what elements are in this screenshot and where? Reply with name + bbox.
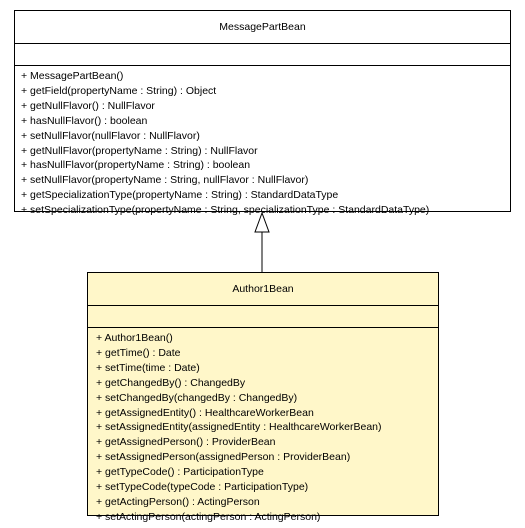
generalization-arrowhead xyxy=(254,211,270,233)
operation: + getNullFlavor() : NullFlavor xyxy=(21,99,155,112)
operation: + setChangedBy(changedBy : ChangedBy) xyxy=(96,391,298,404)
operation: + hasNullFlavor() : boolean xyxy=(21,114,148,127)
class-box-author1bean: Author1Bean + Author1Bean() + getTime() … xyxy=(87,272,439,523)
operation: + getAssignedPerson() : ProviderBean xyxy=(96,436,276,449)
operation: + getNullFlavor(propertyName : String) :… xyxy=(21,144,258,157)
operation: + getChangedBy() : ChangedBy xyxy=(96,376,246,389)
attributes-section-author1bean xyxy=(88,306,438,328)
operation: + getTypeCode() : ParticipationType xyxy=(96,466,264,479)
operations-section-messagepartbean: + MessagePartBean() + getField(propertyN… xyxy=(15,66,510,221)
operation: + getAssignedEntity() : HealthcareWorker… xyxy=(96,406,314,419)
operation: + setActingPerson(actingPerson : ActingP… xyxy=(96,510,321,523)
operation: + MessagePartBean() xyxy=(21,70,124,82)
class-name-author1bean: Author1Bean xyxy=(88,273,438,306)
operation: + setNullFlavor(propertyName : String, n… xyxy=(21,174,309,187)
operation: + setTime(time : Date) xyxy=(96,361,200,374)
operation: + setNullFlavor(nullFlavor : NullFlavor) xyxy=(21,129,200,142)
operations-section-author1bean: + Author1Bean() + getTime() : Date + set… xyxy=(88,328,438,528)
operation: + setTypeCode(typeCode : ParticipationTy… xyxy=(96,481,309,494)
operation: + getTime() : Date xyxy=(96,346,181,359)
class-name-messagepartbean: MessagePartBean xyxy=(15,11,510,44)
operation: + getField(propertyName : String) : Obje… xyxy=(21,84,217,97)
operation: + setAssignedEntity(assignedEntity : Hea… xyxy=(96,421,382,434)
operation: + Author1Bean() xyxy=(96,332,173,344)
operation: + setSpecializationType(propertyName : S… xyxy=(21,204,430,217)
attributes-section-messagepartbean xyxy=(15,44,510,66)
class-box-messagepartbean: MessagePartBean + MessagePartBean() + ge… xyxy=(14,10,511,216)
operation: + setAssignedPerson(assignedPerson : Pro… xyxy=(96,451,351,464)
operation: + getSpecializationType(propertyName : S… xyxy=(21,189,339,202)
operation: + hasNullFlavor(propertyName : String) :… xyxy=(21,159,251,172)
operation: + getActingPerson() : ActingPerson xyxy=(96,495,260,508)
